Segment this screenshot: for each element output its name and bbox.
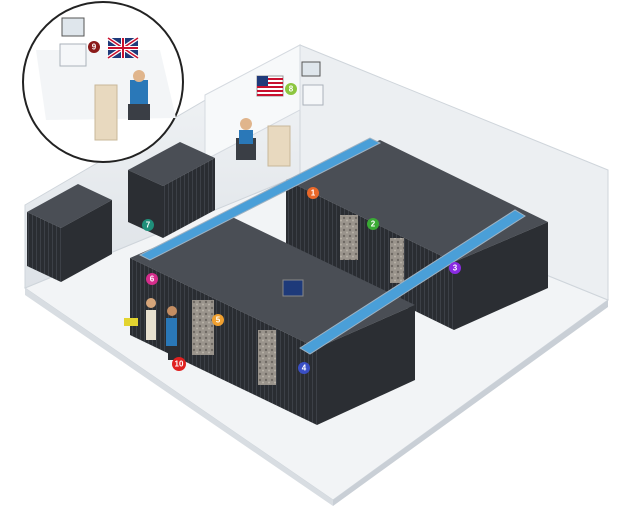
us-flag bbox=[256, 75, 284, 97]
marker-8-circle bbox=[285, 83, 297, 95]
office-worker bbox=[236, 118, 256, 160]
marker-6: 6 bbox=[146, 273, 158, 285]
marker-10-label: 10 bbox=[175, 360, 184, 369]
standalone-cabinet-back bbox=[128, 142, 215, 238]
marker-5: 5 bbox=[212, 314, 224, 326]
marker-1-label: 1 bbox=[311, 189, 316, 198]
marker-7: 7 bbox=[142, 219, 154, 231]
office-partition bbox=[204, 44, 301, 161]
rack-row-front bbox=[130, 215, 415, 425]
marker-3-label: 3 bbox=[453, 264, 458, 273]
marker-7-circle bbox=[142, 219, 154, 231]
marker-2-circle bbox=[367, 218, 379, 230]
marker-7-label: 7 bbox=[146, 221, 151, 230]
marker-4-circle bbox=[298, 362, 310, 374]
marker-8: 8 bbox=[285, 83, 297, 95]
marker-3: 3 bbox=[449, 262, 461, 274]
marker-2-label: 2 bbox=[371, 220, 376, 229]
marker-3-circle bbox=[449, 262, 461, 274]
marker-5-circle bbox=[212, 314, 224, 326]
marker-10-circle bbox=[172, 357, 186, 371]
floor-edge-left bbox=[25, 288, 333, 506]
uk-flag bbox=[106, 36, 140, 60]
marker-1: 1 bbox=[307, 187, 319, 199]
marker-6-circle bbox=[146, 273, 158, 285]
wall-monitor-icon bbox=[301, 61, 324, 106]
technicians bbox=[124, 298, 177, 360]
marker-5-label: 5 bbox=[216, 316, 221, 325]
marker-4-label: 4 bbox=[302, 364, 307, 373]
marker-8-label: 8 bbox=[289, 85, 294, 94]
marker-9-label: 9 bbox=[92, 43, 97, 52]
cable-tray-front bbox=[299, 209, 526, 355]
inset-office-view bbox=[22, 1, 184, 163]
marker-9: 9 bbox=[88, 41, 100, 53]
marker-4: 4 bbox=[298, 362, 310, 374]
floor-edge-right bbox=[333, 300, 608, 506]
marker-6-label: 6 bbox=[150, 275, 155, 284]
office-door bbox=[267, 125, 291, 167]
standalone-cabinet-left bbox=[27, 184, 112, 282]
marker-9-circle bbox=[88, 41, 100, 53]
marker-1-circle bbox=[307, 187, 319, 199]
marker-2: 2 bbox=[367, 218, 379, 230]
marker-10: 10 bbox=[172, 357, 186, 371]
cable-tray-top bbox=[138, 137, 382, 261]
